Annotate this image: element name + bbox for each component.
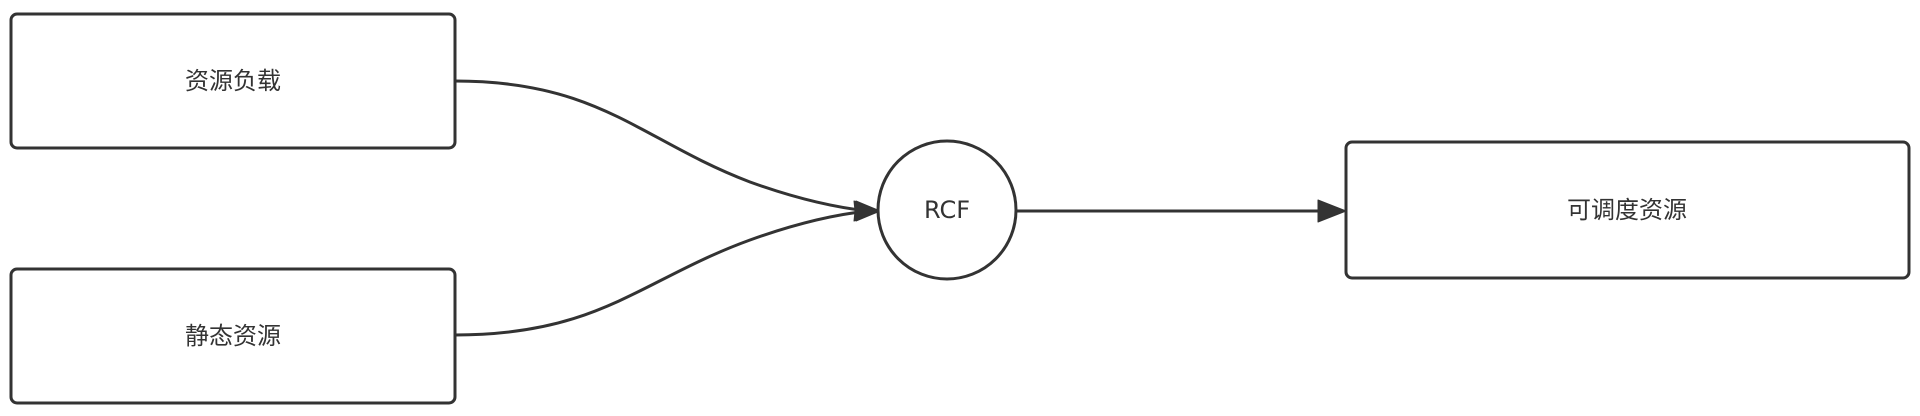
node-rcf-label: RCF	[924, 196, 970, 224]
node-resource-load-label: 资源负载	[185, 67, 281, 95]
arrowhead-static-resource-to-rcf	[853, 200, 881, 222]
node-schedulable-resource: 可调度资源	[1344, 140, 1911, 280]
node-static-resource-label: 静态资源	[185, 322, 281, 350]
node-rcf: RCF	[876, 139, 1018, 281]
node-static-resource: 静态资源	[9, 267, 457, 405]
arrowhead-rcf-to-schedulable-resource	[1317, 199, 1347, 223]
edge-resource-load-to-rcf	[454, 79, 869, 213]
node-schedulable-resource-label: 可调度资源	[1567, 196, 1687, 224]
node-resource-load: 资源负载	[9, 12, 457, 150]
edge-static-resource-to-rcf	[454, 209, 869, 337]
